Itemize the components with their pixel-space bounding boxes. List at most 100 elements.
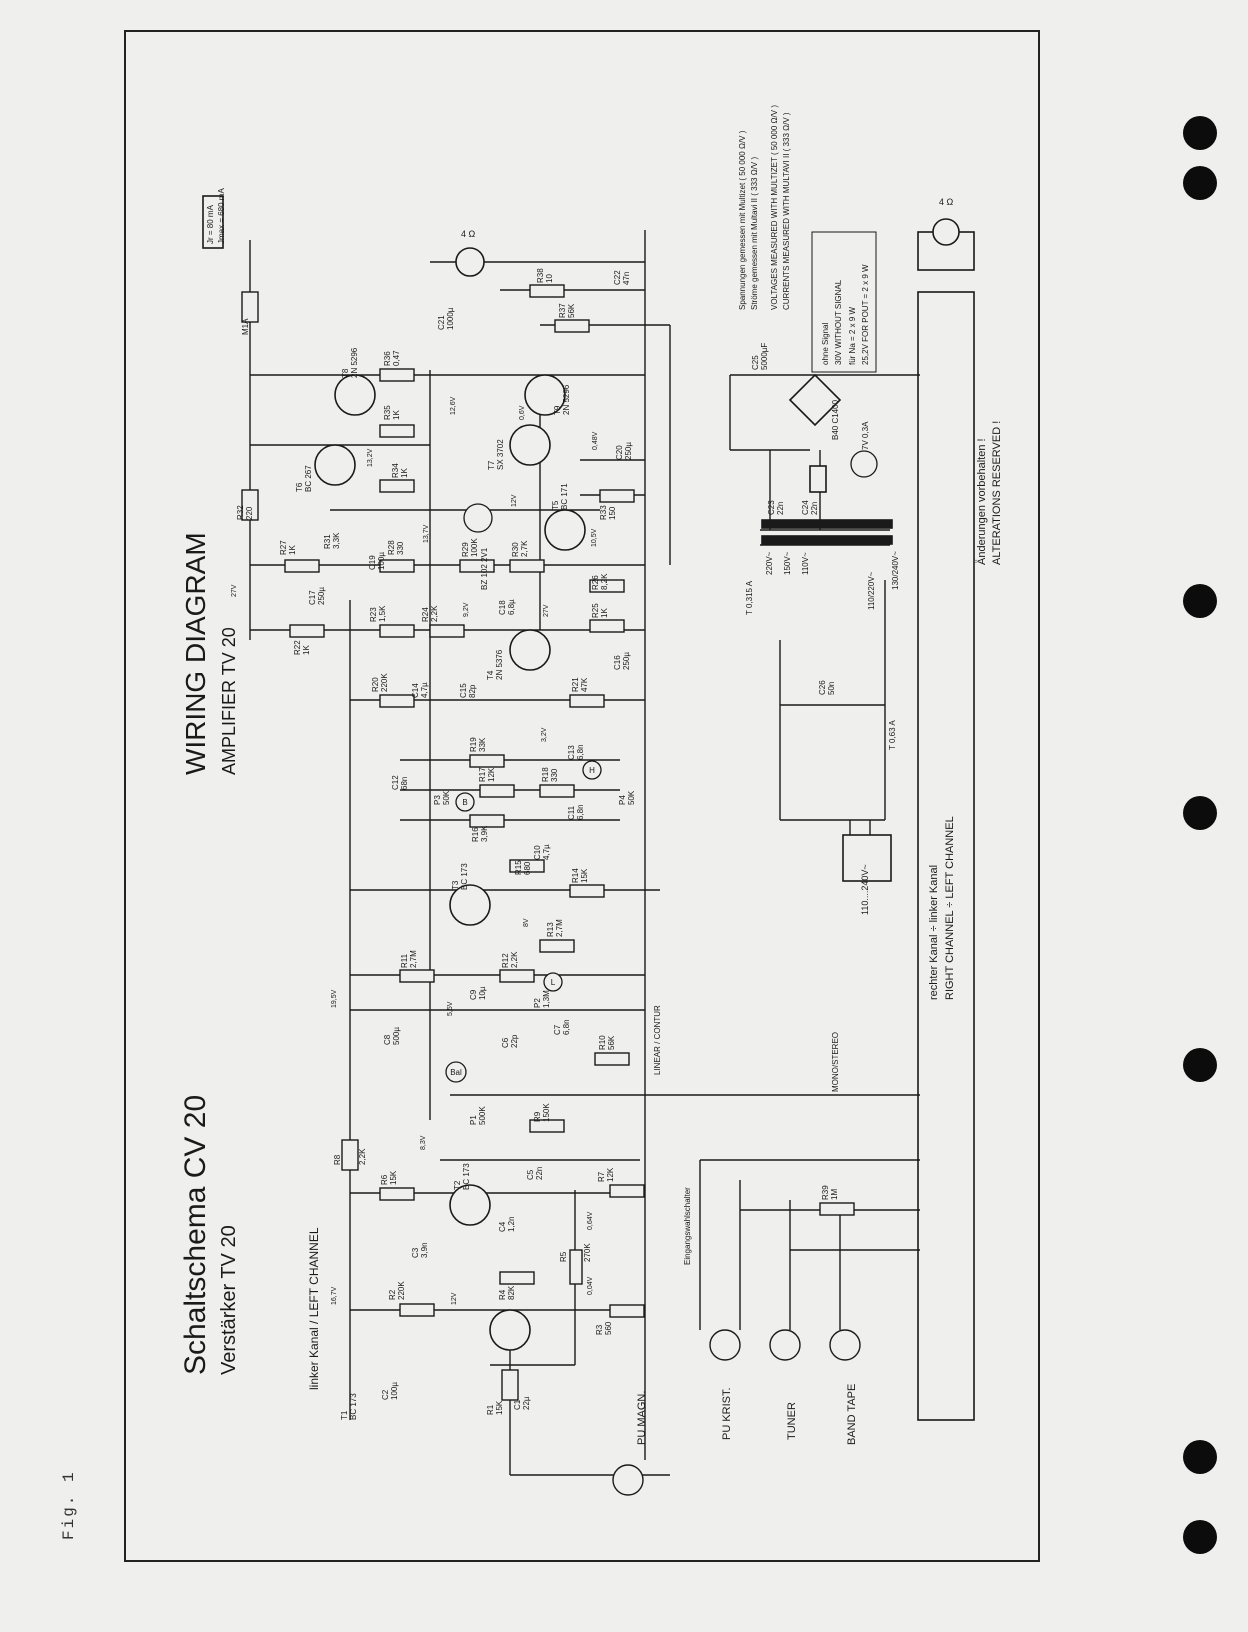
power-supply [202,195,893,882]
table-row: ohne Signal [821,323,830,365]
resistor-label: R38 [536,268,545,283]
pot-label: P4 [618,795,627,805]
resistor-value: 2,2K [430,605,439,622]
capacitor-value: 6,8n [576,744,585,760]
current-line: Jmax = 680 mA [217,188,226,244]
fuse-rail-label: M1A [241,318,250,335]
resistor-value: 0,47 [392,350,401,366]
tap-label: 130/240V~ [891,551,900,590]
resistor-label: R1 [486,1404,495,1415]
capacitor-value: 22n [810,502,819,515]
channel-footer: rechter Kanal ÷ linker Kanal RIGHT CHANN… [928,816,956,1000]
capacitor-value: 100µ [377,552,386,570]
resistor-label: R36 [383,351,392,366]
resistor-label: R28 [387,540,396,555]
transistor-type: SX 3702 [496,439,505,470]
speaker-label-right: 4 Ω [939,197,954,207]
resistor-value: 8,2K [600,573,609,590]
resistor-label: R15 [514,860,523,875]
voltage-tag: 5,5V [447,1001,454,1016]
input-label: PU MAGN. [636,1391,648,1445]
marker-text: B [462,798,467,807]
voltage-tag: 13,7V [423,524,430,543]
resistor-value: 33K [478,737,487,752]
switch-label: MONO/STEREO [831,1032,840,1092]
zener-label: BZ 102 2V1 [480,547,489,590]
alterations-line: Änderungen vorbehalten ! [976,438,988,565]
tap-label: 220V~ [765,551,774,575]
resistor-value: 220K [380,673,389,692]
resistor-value: 1K [392,410,401,420]
capacitor-value: 250µ [624,442,633,460]
resistor-value: 82K [507,1285,516,1300]
supply-labels: B40 C1400 BZ 102 2V1 T 0,315 A T 0,63 A … [241,318,900,750]
resistor-label: R19 [469,737,478,752]
resistor-label: R5 [559,1251,568,1262]
resistor-label: R17 [478,767,487,782]
resistor-value: 1K [302,645,311,655]
punch-hole [1183,796,1217,830]
capacitor-label: C25 [751,355,760,370]
capacitor-label: C15 [459,683,468,698]
capacitor-value: 500µ [392,1027,401,1045]
punch-hole [1183,1440,1217,1474]
capacitor-label: C10 [533,845,542,860]
resistor-value: 15K [389,1170,398,1185]
channel-label-top: linker Kanal / LEFT CHANNEL [307,1227,321,1390]
pot-label: P2 [533,998,542,1008]
table-row: für Na = 2 x 9 W [848,307,857,365]
speaker-icon [455,247,485,277]
subtitle-en: AMPLIFIER TV 20 [219,627,239,775]
transistor-label: T3 [451,880,460,890]
resistor-value: 2,2K [510,951,519,968]
resistor-label: R4 [498,1289,507,1300]
resistor-label: R9 [533,1111,542,1122]
resistor-label: R39 [821,1185,830,1200]
resistor-value: 1K [400,468,409,478]
capacitor-label: C24 [801,500,810,515]
transistor-label: T1 [340,1410,349,1420]
transistor-type: BC 171 [560,483,569,510]
note-line: VOLTAGES MEASURED WITH MULTIZET ( 50 000… [770,105,779,310]
transistor-type: BC 173 [349,1393,358,1420]
resistor-label: R11 [400,953,409,968]
marker-text: L [551,978,556,987]
alterations-note: Änderungen vorbehalten ! ALTERATIONS RES… [976,421,1003,565]
capacitor-label: C22 [613,270,622,285]
resistor-label: R25 [591,603,600,618]
resistor-value: 680 [523,861,532,875]
voltage-tag: 12,6V [450,396,457,415]
current-box: Jr = 80 mA Jmax = 680 mA [206,188,226,244]
capacitor-value: 250µ [317,587,326,605]
resistor-value: 220K [397,1281,406,1300]
resistor-label: R30 [511,542,520,557]
voltage-tag: 16,7V [331,1286,338,1305]
resistor-value: 560 [604,1321,613,1335]
capacitor-label: C19 [368,555,377,570]
capacitor-label: C11 [567,805,576,820]
voltage-tag: 8,3V [420,1135,427,1150]
pot-value: 500K [478,1106,487,1125]
capacitor-value: 22p [510,1034,519,1048]
resistor-label: R35 [383,405,392,420]
voltage-tag: 0,6V [519,405,526,420]
transistor-label: T2 [453,1180,462,1190]
resistor-label: R18 [541,767,550,782]
transistor-type: BC 173 [462,1163,471,1190]
resistor-label: R8 [333,1154,342,1165]
resistor-label: R22 [293,640,302,655]
resistor-value: 10 [545,274,554,283]
resistor-label: R16 [471,827,480,842]
pot-label: P3 [433,795,442,805]
resistor-value: 56K [607,1035,616,1050]
signal-table-box [811,231,877,373]
resistor-value: 270K [583,1243,592,1262]
capacitor-value: 22µ [522,1396,531,1410]
transistor-label: T4 [486,670,495,680]
measurement-notes: Spannungen gemessen mit Multizet ( 50 00… [738,105,791,310]
capacitor-value: 1000µ [446,307,455,330]
resistor-label: R26 [591,575,600,590]
capacitor-value: 4,7µ [542,844,551,860]
resistor-value: 150 [608,506,617,520]
din-connectors [612,1329,861,1496]
